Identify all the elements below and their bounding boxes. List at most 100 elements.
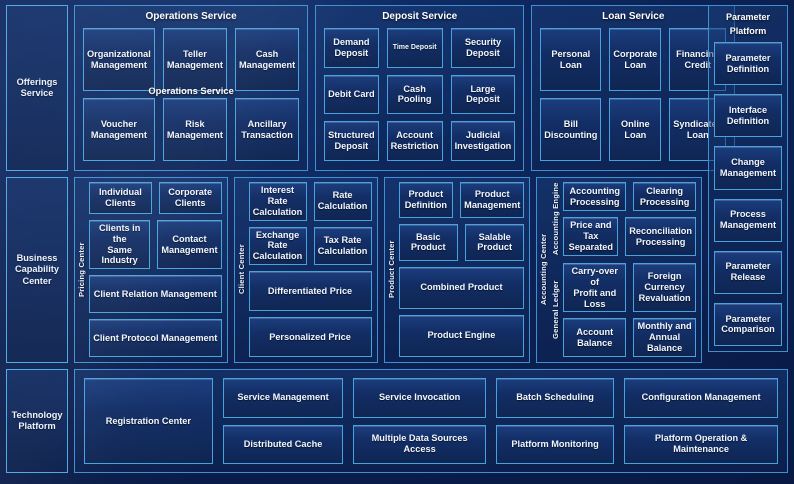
grid-operations-service: Organizational Management Teller Managem… <box>75 26 307 170</box>
row-center0-1: Individual Clients Corporate Clients <box>89 182 222 214</box>
capability-time-deposit[interactable]: Time Deposit <box>386 28 443 68</box>
capability-interest-rate-calculation[interactable]: Interest Rate Calculation <box>248 182 307 221</box>
capability-parameter-release[interactable]: Parameter Release <box>714 250 782 294</box>
vlabel-client-center: Client Center <box>236 244 246 295</box>
capability-differentiated-price[interactable]: Differentiated Price <box>248 271 372 312</box>
vlabel-general-ledger: General Ledger <box>551 280 561 340</box>
capability-product-management[interactable]: Product Management <box>460 182 525 219</box>
capability-individual-clients[interactable]: Individual Clients <box>89 182 152 214</box>
capability-structured-deposit[interactable]: Structured Deposit <box>324 121 379 161</box>
capability-change-management[interactable]: Change Management <box>714 146 782 190</box>
capability-judicial-investigation[interactable]: Judicial Investigation <box>450 121 516 161</box>
capability-price-and-tax-separated[interactable]: Price and Tax Separated <box>563 217 619 256</box>
row-center0-2: Clients in the Same Industry Contact Man… <box>89 219 222 270</box>
subsection-general-ledger: General Ledger Carry-over of Profit and … <box>551 262 697 357</box>
rail-offerings-service[interactable]: Offerings Service <box>6 5 68 171</box>
capability-account-restriction[interactable]: Account Restriction <box>386 121 443 161</box>
capability-service-management[interactable]: Service Management <box>222 378 344 418</box>
capability-personalized-price[interactable]: Personalized Price <box>248 317 372 357</box>
body-accounting-center: Accounting Engine Accounting Processing … <box>548 182 697 357</box>
capability-demand-deposit[interactable]: Demand Deposit <box>324 28 379 68</box>
capability-contact-management[interactable]: Contact Management <box>157 219 222 270</box>
row-center1-2: Exchange Rate Calculation Tax Rate Calcu… <box>248 226 372 266</box>
capability-security-deposit[interactable]: Security Deposit <box>450 28 516 68</box>
capability-tax-rate-calculation[interactable]: Tax Rate Calculation <box>313 226 372 266</box>
capability-basic-product[interactable]: Basic Product <box>398 224 458 261</box>
tech-column-3: Batch Scheduling Platform Monitoring <box>495 378 615 464</box>
vlabel-product-center: Product Center <box>386 240 396 299</box>
capability-combined-product[interactable]: Combined Product <box>398 266 525 309</box>
capability-accounting-processing[interactable]: Accounting Processing <box>563 182 627 212</box>
capability-multiple-data-sources-access[interactable]: Multiple Data Sources Access <box>353 424 486 464</box>
capability-distributed-cache[interactable]: Distributed Cache <box>222 424 344 464</box>
row-ledger-2: Account Balance Monthly and Annual Balan… <box>563 318 697 357</box>
capability-clients-same-industry[interactable]: Clients in the Same Industry <box>89 219 151 270</box>
capability-batch-scheduling[interactable]: Batch Scheduling <box>495 378 615 418</box>
panel-deposit-service: Deposit Service Demand Deposit Time Depo… <box>315 5 525 171</box>
capability-client-protocol-management[interactable]: Client Protocol Management <box>89 319 222 358</box>
subsection-accounting-engine: Accounting Engine Accounting Processing … <box>551 182 697 256</box>
capability-bill-discounting[interactable]: Bill Discounting <box>540 98 602 161</box>
panel-parameter-platform: Parameter Platform Parameter Definition … <box>708 5 788 352</box>
row-ledger-1: Carry-over of Profit and Loss Foreign Cu… <box>563 262 697 313</box>
capability-platform-operation-and-maintenance[interactable]: Platform Operation & Maintenance <box>624 424 779 464</box>
capability-platform-monitoring[interactable]: Platform Monitoring <box>495 424 615 464</box>
body-product-center: Product Definition Product Management Ba… <box>396 182 525 357</box>
vlabel-accounting-center: Accounting Center <box>539 233 549 306</box>
capability-teller-management[interactable]: Teller Management <box>162 28 227 91</box>
capability-configuration-management[interactable]: Configuration Management <box>624 378 779 418</box>
capability-service-invocation[interactable]: Service Invocation <box>353 378 486 418</box>
offerings-service-panels: Operations Service Operations Service Or… <box>74 5 794 171</box>
capability-carry-over-of-profit-and-loss[interactable]: Carry-over of Profit and Loss <box>563 262 627 313</box>
capability-product-engine[interactable]: Product Engine <box>398 314 525 357</box>
capability-ancillary-transaction[interactable]: Ancillary Transaction <box>234 98 300 161</box>
panel-title-parameter-platform: Parameter Platform <box>725 12 771 36</box>
row-acct-engine-2: Price and Tax Separated Reconciliation P… <box>563 217 697 256</box>
capability-process-management[interactable]: Process Management <box>714 198 782 242</box>
capability-cash-pooling[interactable]: Cash Pooling <box>386 74 443 115</box>
rail-business-capability-center[interactable]: Business Capability Center <box>6 177 68 363</box>
body-general-ledger: Carry-over of Profit and Loss Foreign Cu… <box>563 262 697 357</box>
capability-corporate-loan[interactable]: Corporate Loan <box>609 28 662 91</box>
parameter-platform-items: Parameter Definition Interface Definitio… <box>714 42 782 347</box>
capability-reconciliation-processing[interactable]: Reconciliation Processing <box>625 217 697 256</box>
panel-product-center: Product Center Product Definition Produc… <box>383 177 531 363</box>
capability-corporate-clients[interactable]: Corporate Clients <box>158 182 222 214</box>
capability-large-deposit[interactable]: Large Deposit <box>450 74 516 115</box>
capability-organizational-management[interactable]: Organizational Management <box>83 28 155 91</box>
capability-product-definition[interactable]: Product Definition <box>398 182 454 219</box>
band-business-capability-center: Business Capability Center Pricing Cente… <box>6 177 788 363</box>
capability-client-relation-management[interactable]: Client Relation Management <box>89 275 222 314</box>
business-capability-panels: Pricing Center Individual Clients Corpor… <box>74 177 788 363</box>
capability-clearing-processing[interactable]: Clearing Processing <box>633 182 697 212</box>
capability-rate-calculation[interactable]: Rate Calculation <box>313 182 372 221</box>
capability-exchange-rate-calculation[interactable]: Exchange Rate Calculation <box>248 226 307 266</box>
capability-risk-management[interactable]: Risk Management <box>162 98 227 161</box>
capability-account-balance[interactable]: Account Balance <box>563 318 627 357</box>
capability-interface-definition[interactable]: Interface Definition <box>714 94 782 138</box>
band-offerings-service: Offerings Service Operations Service Ope… <box>6 5 788 171</box>
tech-column-1: Service Management Distributed Cache <box>222 378 344 464</box>
capability-cash-management[interactable]: Cash Management <box>234 28 300 91</box>
capability-personal-loan[interactable]: Personal Loan <box>540 28 602 91</box>
panel-technology-platform: Registration Center Service Management D… <box>74 369 788 473</box>
capability-foreign-currency-revaluation[interactable]: Foreign Currency Revaluation <box>633 262 697 313</box>
panel-pricing-center: Pricing Center Individual Clients Corpor… <box>74 177 228 363</box>
capability-parameter-comparison[interactable]: Parameter Comparison <box>714 302 782 347</box>
body-client-center: Interest Rate Calculation Rate Calculati… <box>246 182 372 357</box>
grid-loan-service: Personal Loan Corporate Loan Financing C… <box>532 26 734 170</box>
capability-salable-product[interactable]: Salable Product <box>464 224 525 261</box>
body-accounting-engine: Accounting Processing Clearing Processin… <box>563 182 697 256</box>
grid-deposit-service: Demand Deposit Time Deposit Security Dep… <box>316 26 523 170</box>
capability-debit-card[interactable]: Debit Card <box>324 74 379 115</box>
capability-parameter-definition[interactable]: Parameter Definition <box>714 42 782 86</box>
capability-registration-center[interactable]: Registration Center <box>84 378 213 464</box>
row-center1-1: Interest Rate Calculation Rate Calculati… <box>248 182 372 221</box>
rail-technology-platform[interactable]: Technology Platform <box>6 369 68 473</box>
panel-title-operations-service: Operations Service <box>145 11 237 22</box>
panel-accounting-center: Accounting Center Accounting Engine Acco… <box>536 177 703 363</box>
capability-online-loan[interactable]: Online Loan <box>609 98 662 161</box>
capability-monthly-and-annual-balance[interactable]: Monthly and Annual Balance <box>633 318 697 357</box>
capability-voucher-management[interactable]: Voucher Management <box>83 98 155 161</box>
band-technology-platform: Technology Platform Registration Center … <box>6 369 788 473</box>
